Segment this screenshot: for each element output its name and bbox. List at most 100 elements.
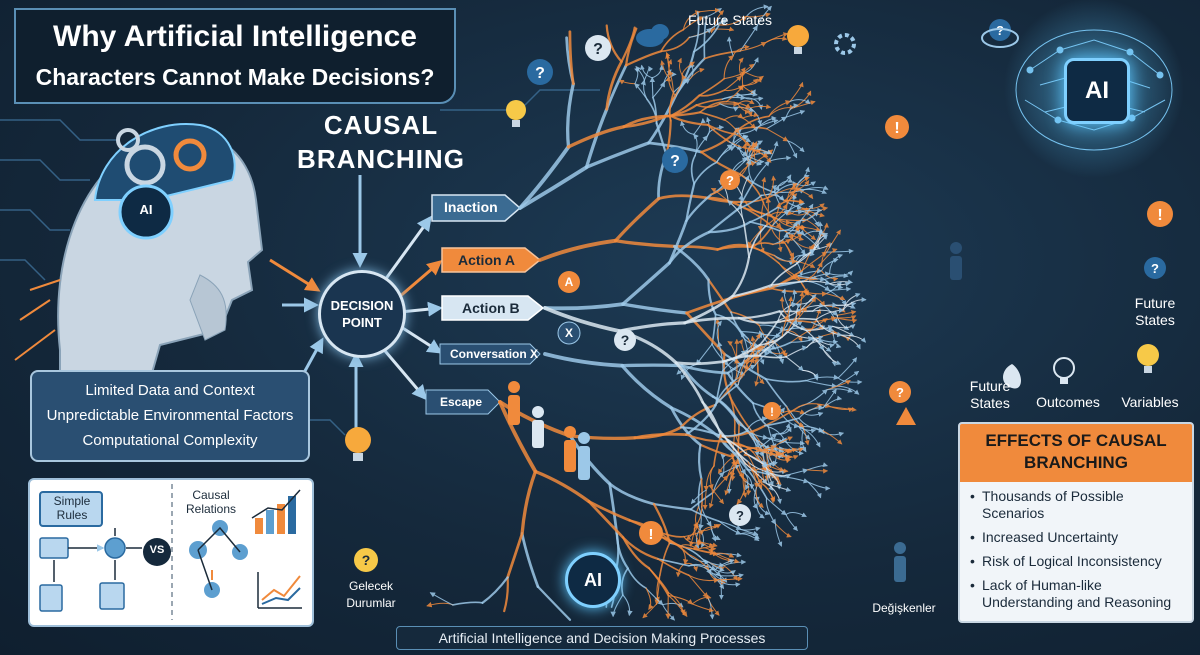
branch-line [679,404,716,429]
branch-line [673,245,719,251]
branch-line [773,184,798,196]
limitations-box: Limited Data and Context Unpredictable E… [30,370,310,462]
branch-line [710,188,729,202]
branch-action-a: Action A [458,252,516,268]
branch-line [800,227,816,241]
branch-line [781,314,789,338]
branch-line [688,574,720,584]
branch-line [728,141,748,157]
exclamation-icon: ! [639,521,663,545]
branch-line [625,50,663,67]
branch-line [724,476,732,496]
svg-text:?: ? [362,552,371,568]
branch-line [621,567,629,596]
branch-line [815,307,845,321]
branch-line [737,106,753,117]
branch-line [685,193,713,223]
branch-line [806,462,828,471]
branch-line [769,472,791,479]
branch-line [720,573,744,579]
gelecek-durumlar-label: Gelecek Durumlar [346,579,396,610]
branch-line [634,83,648,100]
branch-line [741,175,750,196]
branch-line [795,275,815,281]
branch-line [673,245,710,282]
branch-line [734,126,759,135]
branch-line [752,486,758,509]
branch-line [718,15,748,26]
branch-line [828,286,852,292]
branch-line [764,378,807,383]
person-icon [564,426,576,472]
branch-line [566,125,626,149]
decision-branches [269,175,443,430]
person-icon [532,406,544,448]
branch-line [742,76,762,86]
branch-line [822,388,837,409]
outcome-chart-icon [1003,364,1021,389]
branch-line [764,405,801,427]
branch-line [787,140,798,159]
branch-line [634,68,640,85]
branch-line [749,221,781,232]
branch-line [805,374,840,382]
branch-line [703,465,715,492]
question-icon: ? [614,329,636,351]
branch-line [613,196,661,243]
svg-text:!: ! [894,120,899,137]
branch-line [640,79,648,100]
branch-line [785,110,806,118]
branch-line [706,123,737,135]
branch-line [793,100,816,109]
branch-line [685,182,696,223]
branch-line [652,81,665,99]
branch-inaction: Inaction [444,199,498,215]
branch-line [680,120,695,135]
branch-line [710,573,728,583]
branch-line [748,242,774,248]
branch-line [717,576,743,582]
effects-heading-line-1: EFFECTS OF CAUSAL [985,431,1167,450]
branch-line [668,94,677,122]
branch-line [766,128,789,142]
circuit-lines [0,89,600,436]
branch-line [742,78,759,87]
branch-line [662,604,675,621]
branch-line [795,188,814,200]
branch-line [714,313,741,333]
branch-line [746,12,771,18]
vs-label: VS [149,544,165,556]
causal-heading-line-2: BRANCHING [297,144,465,174]
branch-line [605,60,623,111]
branch-line [793,176,810,192]
branch-line [679,426,720,436]
branch-line [832,330,851,342]
person-icon [578,432,590,480]
branch-line [803,188,827,194]
branch-line [773,453,792,463]
branch-line [672,78,691,94]
branch-line [766,483,782,504]
branch-line [837,357,857,379]
person-icon [894,542,906,582]
causal-relations-label: Causal Relations [185,488,237,516]
branch-line [685,404,717,436]
branch-line [707,278,717,316]
branch-line [668,69,675,94]
branch-line [693,161,718,185]
branch-line [842,292,861,311]
branch-line [698,77,725,97]
branch-line [767,464,789,474]
branch-line [681,61,695,76]
branch-line [698,89,726,97]
branch-line [783,199,805,205]
branch-line [803,428,821,448]
branch-line [627,567,647,590]
branch-line [622,594,633,617]
branch-line [723,55,735,80]
branch-line [730,311,750,340]
branch-line [703,523,720,531]
branch-line [668,230,711,265]
branch-line [746,158,754,183]
branch-line [724,436,747,465]
